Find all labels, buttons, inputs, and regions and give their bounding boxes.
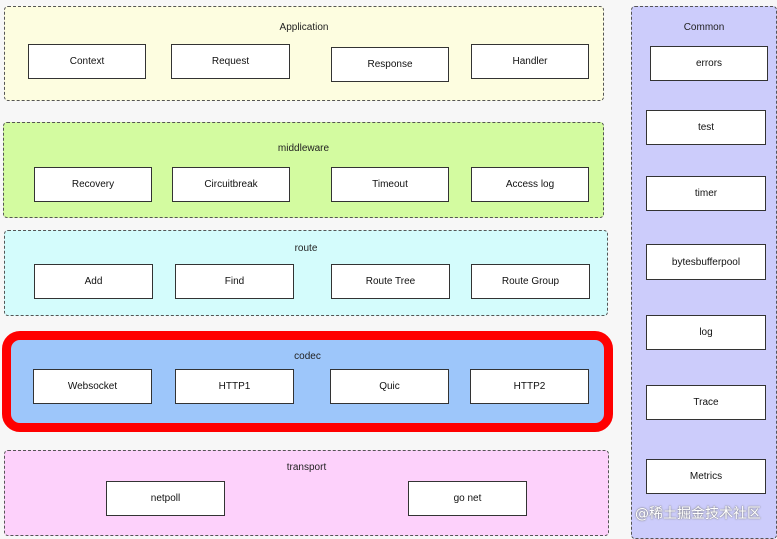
recovery-box: Recovery (34, 167, 152, 202)
netpoll-box: netpoll (106, 481, 225, 516)
go-net-box: go net (408, 481, 527, 516)
codec-layer-title: codec (294, 351, 321, 362)
common-layer: Common errors test timer bytesbufferpool… (631, 6, 777, 539)
middleware-layer: middleware Recovery Circuitbreak Timeout… (3, 122, 604, 218)
http2-box: HTTP2 (470, 369, 589, 404)
route-layer-title: route (294, 243, 318, 254)
response-box: Response (331, 47, 449, 82)
route-group-box: Route Group (471, 264, 590, 299)
common-layer-title: Common (683, 22, 725, 33)
watermark-text: @稀土掘金技术社区 (635, 506, 761, 522)
add-box: Add (34, 264, 153, 299)
context-box: Context (28, 44, 146, 79)
http1-box: HTTP1 (175, 369, 294, 404)
middleware-layer-title: middleware (277, 143, 330, 154)
application-layer: Application Context Request Response Han… (4, 6, 604, 101)
metrics-box: Metrics (646, 459, 766, 494)
timer-box: timer (646, 176, 766, 211)
log-box: log (646, 315, 766, 350)
test-box: test (646, 110, 766, 145)
bytesbufferpool-box: bytesbufferpool (646, 244, 766, 280)
handler-box: Handler (471, 44, 589, 79)
codec-highlight-frame (2, 331, 613, 432)
transport-layer-title: transport (286, 462, 327, 473)
application-layer-title: Application (279, 22, 329, 33)
timeout-box: Timeout (331, 167, 449, 202)
quic-box: Quic (330, 369, 449, 404)
find-box: Find (175, 264, 294, 299)
circuitbreak-box: Circuitbreak (172, 167, 290, 202)
transport-layer: transport netpoll go net (4, 450, 609, 536)
route-layer: route Add Find Route Tree Route Group (4, 230, 608, 316)
websocket-box: Websocket (33, 369, 152, 404)
request-box: Request (171, 44, 290, 79)
route-tree-box: Route Tree (331, 264, 450, 299)
access-log-box: Access log (471, 167, 589, 202)
trace-box: Trace (646, 385, 766, 420)
codec-layer: codec Websocket HTTP1 Quic HTTP2 (9, 340, 606, 424)
errors-box: errors (650, 46, 768, 81)
